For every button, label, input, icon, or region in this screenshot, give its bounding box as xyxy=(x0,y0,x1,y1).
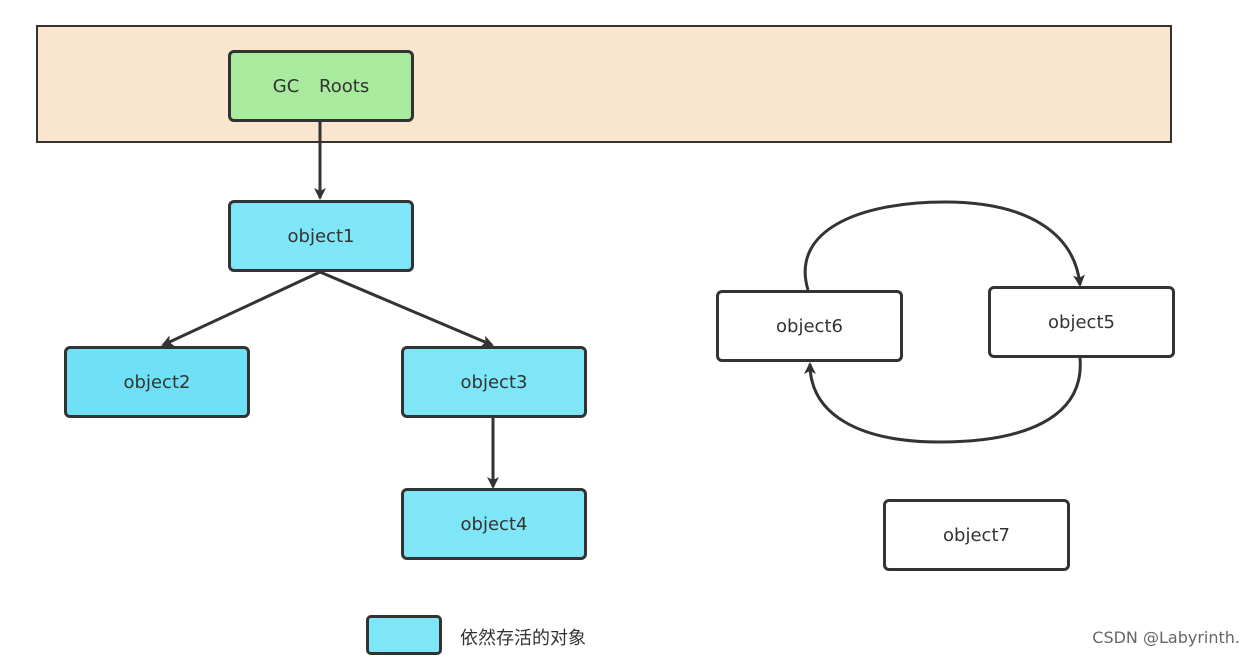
object1-label: object1 xyxy=(287,225,355,247)
object2-label: object2 xyxy=(123,371,191,393)
gc-roots-node: GC Roots xyxy=(228,50,414,122)
object4-label: object4 xyxy=(460,513,528,535)
legend-alive-swatch xyxy=(366,615,442,655)
edge-object5-object6 xyxy=(804,357,1082,444)
watermark: CSDN @Labyrinth. xyxy=(1092,628,1240,647)
legend-alive-label: 依然存活的对象 xyxy=(460,628,586,649)
object6-node: object6 xyxy=(716,290,903,362)
edge-object1-object3 xyxy=(319,270,494,347)
gc-roots-region xyxy=(36,25,1172,143)
object7-node: object7 xyxy=(883,499,1070,571)
object2-node: object2 xyxy=(64,346,250,418)
object5-label: object5 xyxy=(1048,311,1115,333)
object7-label: object7 xyxy=(943,524,1010,546)
gc-roots-label: GC Roots xyxy=(272,75,370,97)
object5-node: object5 xyxy=(988,286,1175,358)
object6-label: object6 xyxy=(776,315,843,337)
object3-node: object3 xyxy=(401,346,587,418)
object3-label: object3 xyxy=(460,371,528,393)
object1-node: object1 xyxy=(228,200,414,272)
object4-node: object4 xyxy=(401,488,587,560)
edge-object6-object5 xyxy=(803,200,1085,291)
edge-object1-object2 xyxy=(161,270,321,347)
